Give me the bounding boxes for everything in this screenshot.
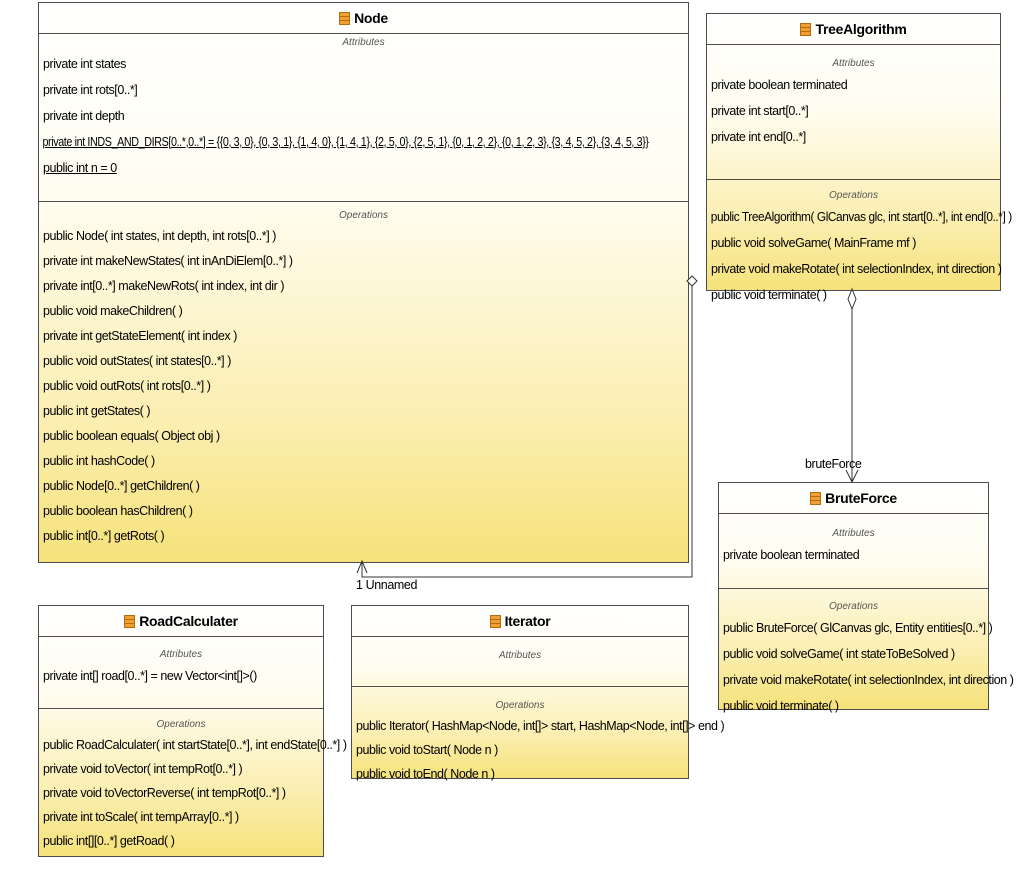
operation: public boolean hasChildren( ) bbox=[43, 504, 193, 518]
class-tree-algorithm-header: TreeAlgorithm bbox=[707, 14, 1000, 45]
class-name: Node bbox=[354, 10, 388, 26]
operation: private int toScale( int tempArray[0..*]… bbox=[43, 810, 239, 824]
class-node-header: Node bbox=[39, 3, 688, 34]
section-title: Attributes bbox=[342, 37, 385, 48]
operations-section: Operations public BruteForce( GlCanvas g… bbox=[719, 588, 1014, 719]
class-node[interactable]: Node Attributes private int states priva… bbox=[38, 2, 689, 563]
attribute: public int n = 0 bbox=[43, 161, 117, 175]
attribute: private int[] road[0..*] = new Vector<in… bbox=[43, 669, 257, 683]
attributes-section: Attributes private int[] road[0..*] = ne… bbox=[39, 647, 323, 708]
operation: private void makeRotate( int selectionIn… bbox=[711, 262, 1002, 276]
attributes-section: Attributes private int states private in… bbox=[39, 35, 688, 201]
operation: public int[][0..*] getRoad( ) bbox=[43, 834, 175, 848]
operation: public RoadCalculater( int startState[0.… bbox=[43, 738, 347, 752]
operation: public void terminate( ) bbox=[711, 288, 827, 302]
section-title: Attributes bbox=[832, 58, 875, 69]
operation: public void outRots( int rots[0..*] ) bbox=[43, 379, 211, 393]
section-title: Operations bbox=[495, 700, 545, 711]
operation: public int hashCode( ) bbox=[43, 454, 155, 468]
attributes-section: Attributes private boolean terminated bbox=[719, 526, 988, 588]
operation: public boolean equals( Object obj ) bbox=[43, 429, 220, 443]
section-title: Operations bbox=[829, 190, 878, 201]
operations-section: Operations public Node( int states, int … bbox=[39, 201, 688, 549]
class-name: BruteForce bbox=[825, 490, 897, 506]
attribute: private int end[0..*] bbox=[711, 130, 806, 144]
role-label-unnamed: 1 Unnamed bbox=[356, 578, 418, 592]
attribute: private int states bbox=[43, 57, 126, 71]
section-title: Operations bbox=[156, 719, 206, 730]
operation: public void toStart( Node n ) bbox=[356, 743, 498, 757]
operation: public Node( int states, int depth, int … bbox=[43, 229, 276, 243]
section-title: Operations bbox=[829, 601, 878, 612]
attribute: private boolean terminated bbox=[711, 78, 848, 92]
class-brute-force[interactable]: BruteForce Attributes private boolean te… bbox=[718, 482, 1014, 713]
class-name: TreeAlgorithm bbox=[815, 21, 907, 37]
section-title: Operations bbox=[339, 210, 388, 221]
attribute: private int INDS_AND_DIRS[0..*,0..*] = {… bbox=[42, 135, 649, 149]
attribute: private boolean terminated bbox=[723, 548, 860, 562]
section-title: Attributes bbox=[832, 528, 875, 539]
association-tree-brute[interactable] bbox=[845, 287, 859, 484]
operation: private void toVectorReverse( int tempRo… bbox=[43, 786, 286, 800]
operation: public int getStates( ) bbox=[43, 404, 151, 418]
attributes-section: Attributes bbox=[352, 648, 688, 686]
operation: public void makeChildren( ) bbox=[43, 304, 183, 318]
class-tree-algorithm[interactable]: TreeAlgorithm Attributes private boolean… bbox=[706, 13, 1012, 302]
attribute: private int depth bbox=[43, 109, 125, 123]
role-label-bruteforce: bruteForce bbox=[805, 457, 862, 471]
operation: public void solveGame( MainFrame mf ) bbox=[711, 236, 916, 250]
operation: public void solveGame( int stateToBeSolv… bbox=[723, 647, 955, 661]
operation: public Iterator( HashMap<Node, int[]> st… bbox=[356, 719, 725, 733]
attribute: private int start[0..*] bbox=[711, 104, 809, 118]
class-name: RoadCalculater bbox=[139, 613, 238, 629]
class-brute-force-header: BruteForce bbox=[719, 483, 988, 514]
arrowhead bbox=[845, 469, 859, 484]
operation: public BruteForce( GlCanvas glc, Entity … bbox=[723, 621, 993, 635]
class-icon bbox=[800, 22, 812, 36]
class-name: Iterator bbox=[504, 613, 551, 629]
attribute: private int rots[0..*] bbox=[43, 83, 138, 97]
operation: private void toVector( int tempRot[0..*]… bbox=[43, 762, 243, 776]
operation: public int[0..*] getRots( ) bbox=[43, 529, 165, 543]
class-icon bbox=[489, 614, 501, 628]
operation: private void makeRotate( int selectionIn… bbox=[723, 673, 1014, 687]
operation: private int makeNewStates( int inAnDiEle… bbox=[43, 254, 293, 268]
operation: public Node[0..*] getChildren( ) bbox=[43, 479, 200, 493]
operation: public void toEnd( Node n ) bbox=[356, 767, 495, 781]
operation: private int[0..*] makeNewRots( int index… bbox=[43, 279, 285, 293]
section-title: Attributes bbox=[498, 650, 542, 661]
section-title: Attributes bbox=[159, 649, 203, 660]
operation: private int getStateElement( int index ) bbox=[43, 329, 237, 343]
operation: public void outStates( int states[0..*] … bbox=[43, 354, 231, 368]
operations-section: Operations public Iterator( HashMap<Node… bbox=[352, 686, 725, 786]
operations-section: Operations public TreeAlgorithm( GlCanva… bbox=[707, 179, 1012, 308]
class-iterator-header: Iterator bbox=[352, 606, 688, 637]
class-iterator[interactable]: Iterator Attributes Operations public It… bbox=[351, 605, 725, 781]
operation: public void terminate( ) bbox=[723, 699, 839, 713]
operations-section: Operations public RoadCalculater( int st… bbox=[39, 708, 347, 853]
class-icon bbox=[339, 11, 351, 25]
class-road-calculater-header: RoadCalculater bbox=[39, 606, 323, 637]
attributes-section: Attributes private boolean terminated pr… bbox=[707, 56, 1000, 179]
class-road-calculater[interactable]: RoadCalculater Attributes private int[] … bbox=[38, 605, 347, 857]
operation: public TreeAlgorithm( GlCanvas glc, int … bbox=[710, 210, 1012, 224]
class-icon bbox=[810, 491, 822, 505]
class-icon bbox=[124, 614, 136, 628]
